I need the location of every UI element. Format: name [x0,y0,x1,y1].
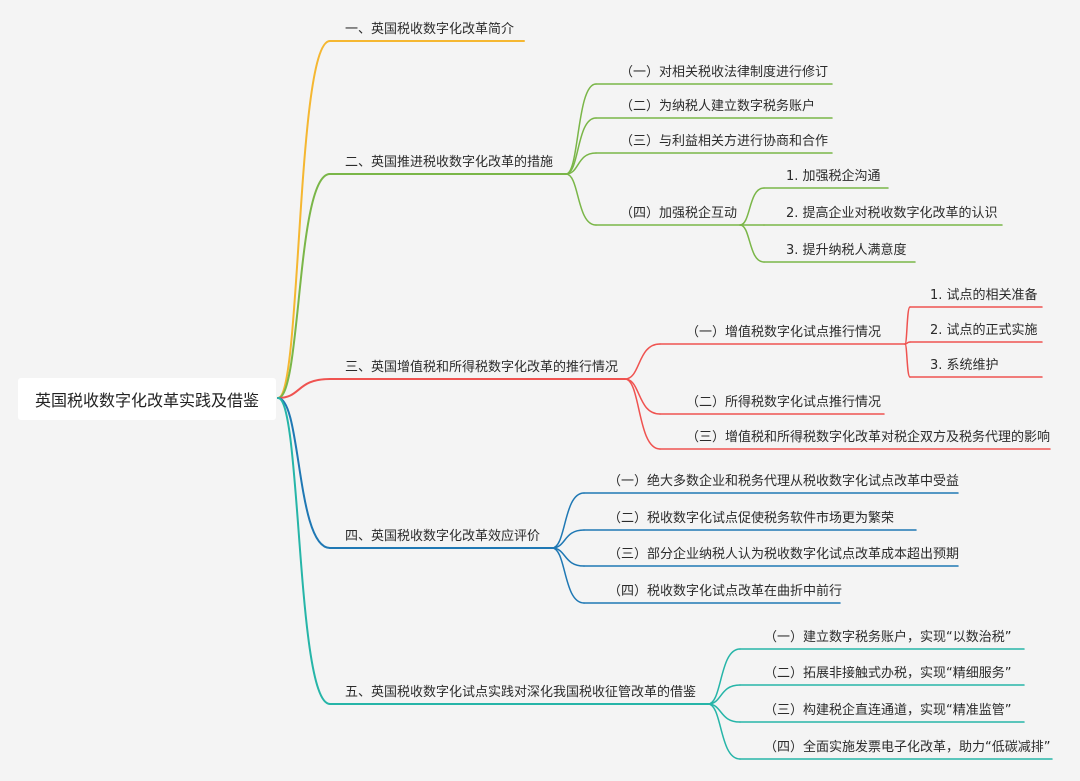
root-node[interactable]: 英国税收数字化改革实践及借鉴 [18,378,276,420]
branch-2-sub-3-connector [739,224,765,263]
branch-2-child-4[interactable]: （四）加强税企互动 [620,206,738,221]
branch-3-child-2-connector [624,378,661,415]
branch-3-child-3[interactable]: （三）增值税和所得税数字化改革对税企双方及税务代理的影响 [686,430,1051,445]
branch-2-child-1-connector [565,83,597,175]
branch-3-child-1[interactable]: （一）增值税数字化试点推行情况 [686,325,882,340]
branch-5-label[interactable]: 五、英国税收数字化试点实践对深化我国税收征管改革的借鉴 [345,685,697,700]
branch-2-child-1[interactable]: （一）对相关税收法律制度进行修订 [620,65,829,80]
branch-4-child-2-connector [551,529,585,549]
branch-4-label[interactable]: 四、英国税收数字化改革效应评价 [345,529,541,544]
branch-3-child-1-sub-3[interactable]: 3. 系统维护 [930,358,999,373]
root-label: 英国税收数字化改革实践及借鉴 [34,391,259,410]
branch-5-child-3[interactable]: （三）构建税企直连通道，实现“精准监管” [764,703,1012,718]
branch-4-child-4[interactable]: （四）税收数字化试点改革在曲折中前行 [608,584,843,599]
branch-2-child-3[interactable]: （三）与利益相关方进行协商和合作 [620,134,829,149]
branch-3-label[interactable]: 三、英国增值税和所得税数字化改革的推行情况 [345,360,619,375]
branch-4-child-3[interactable]: （三）部分企业纳税人认为税收数字化试点改革成本超出预期 [608,547,960,562]
branch-3-connector [277,378,331,399]
branch-2-child-4-sub-3[interactable]: 3. 提升纳税人满意度 [786,243,907,258]
branch-4-child-1-connector [551,492,585,549]
branch-4-connector [277,397,331,549]
branch-3-child-3-connector [624,378,661,450]
branch-2-child-4-connector [565,173,597,226]
branch-3-child-1-sub-1[interactable]: 1. 试点的相关准备 [930,288,1038,303]
branch-1-label[interactable]: 一、英国税收数字化改革简介 [345,22,515,37]
branch-5-connector [277,397,331,705]
branch-5-child-4[interactable]: （四）全面实施发票电子化改革，助力“低碳减排” [764,740,1051,755]
branch-3-child-1-sub-2[interactable]: 2. 试点的正式实施 [930,323,1038,338]
branch-5-child-1[interactable]: （一）建立数字税务账户，实现“以数治税” [764,630,1012,645]
branch-5-child-2[interactable]: （二）拓展非接触式办税，实现“精细服务” [764,666,1012,681]
branch-2-child-2[interactable]: （二）为纳税人建立数字税务账户 [620,99,816,114]
branch-4-child-2[interactable]: （二）税收数字化试点促使税务软件市场更为繁荣 [608,511,895,526]
branch-4-child-1[interactable]: （一）绝大多数企业和税务代理从税收数字化试点改革中受益 [608,474,960,489]
branch-5-child-1-connector [707,648,741,705]
branch-2-child-2-connector [565,117,597,175]
branch-5-child-2-connector [707,684,741,705]
branch-2-child-3-connector [565,152,597,175]
branch-3-sub-1-connector [904,306,911,345]
branch-3-sub-3-connector [904,343,911,378]
branch-3-child-2[interactable]: （二）所得税数字化试点推行情况 [686,395,882,410]
branch-1-connector [277,40,331,399]
branch-3-child-1-connector [624,343,661,380]
branch-2-label[interactable]: 二、英国推进税收数字化改革的措施 [345,155,554,170]
branch-2-child-4-sub-1[interactable]: 1. 加强税企沟通 [786,169,881,184]
branch-2-child-4-sub-2[interactable]: 2. 提高企业对税收数字化改革的认识 [786,206,998,221]
branch-2-connector [277,173,331,399]
branch-5-child-4-connector [707,703,741,760]
branch-2-sub-1-connector [739,187,765,226]
branch-4-child-4-connector [551,547,585,604]
